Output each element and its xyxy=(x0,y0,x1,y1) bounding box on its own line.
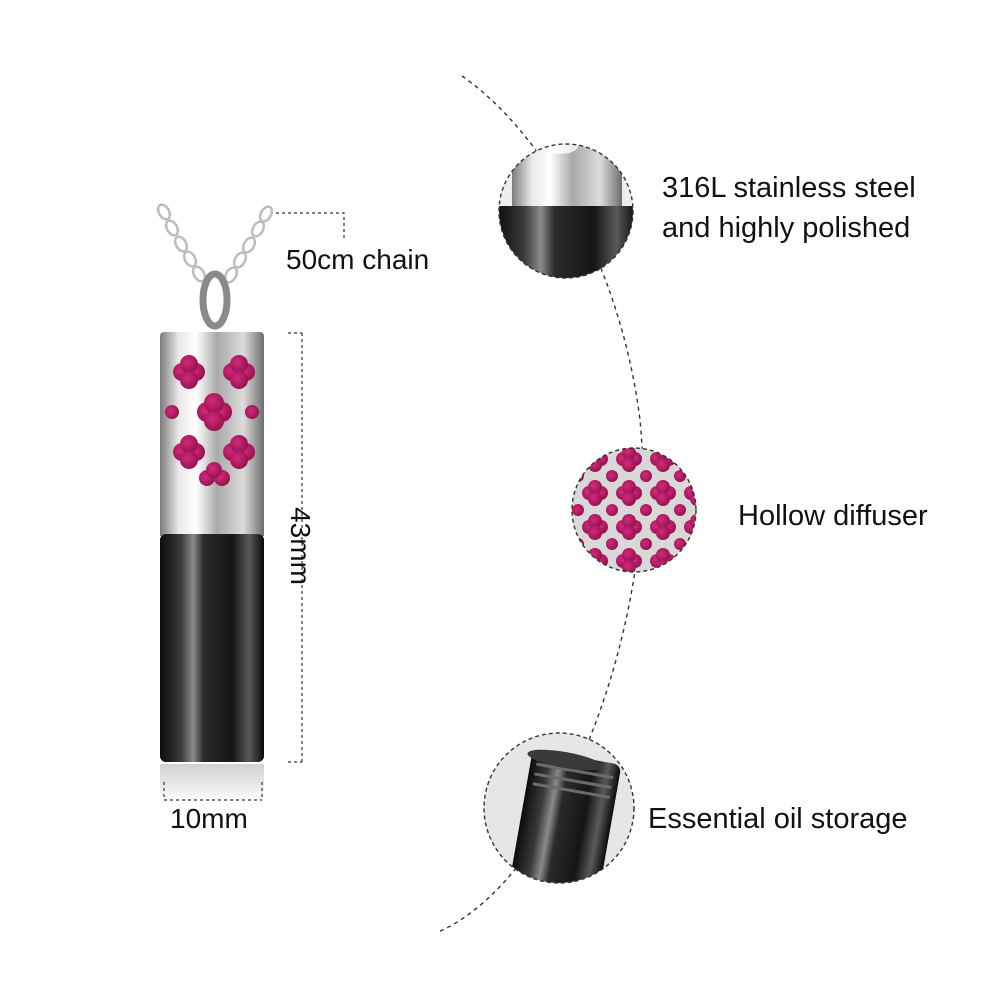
pendant-reflection xyxy=(160,764,264,804)
pendant-diffuser-pattern xyxy=(165,355,259,486)
width-dimension-marker xyxy=(163,782,263,801)
bail-ring xyxy=(199,270,231,330)
hollow-diffuser-closeup-icon xyxy=(571,447,697,573)
pendant-black-body xyxy=(160,534,264,762)
chain xyxy=(156,203,274,284)
height-label: 43mm xyxy=(285,507,316,585)
feature-steel-label-line1: 316L stainless steel xyxy=(662,172,916,204)
feature-storage-label: Essential oil storage xyxy=(648,803,908,835)
width-label: 10mm xyxy=(170,803,248,834)
polished-steel-closeup-icon xyxy=(498,143,634,279)
feature-steel-label-line2: and highly polished xyxy=(662,212,911,244)
chain-length-label: 50cm chain xyxy=(286,244,430,275)
pendant-top-cap xyxy=(160,332,264,350)
chain-dimension-marker xyxy=(276,212,345,240)
oil-storage-closeup-icon xyxy=(483,732,635,884)
height-dimension-marker xyxy=(288,332,303,763)
feature-diffuser-label: Hollow diffuser xyxy=(738,500,928,532)
